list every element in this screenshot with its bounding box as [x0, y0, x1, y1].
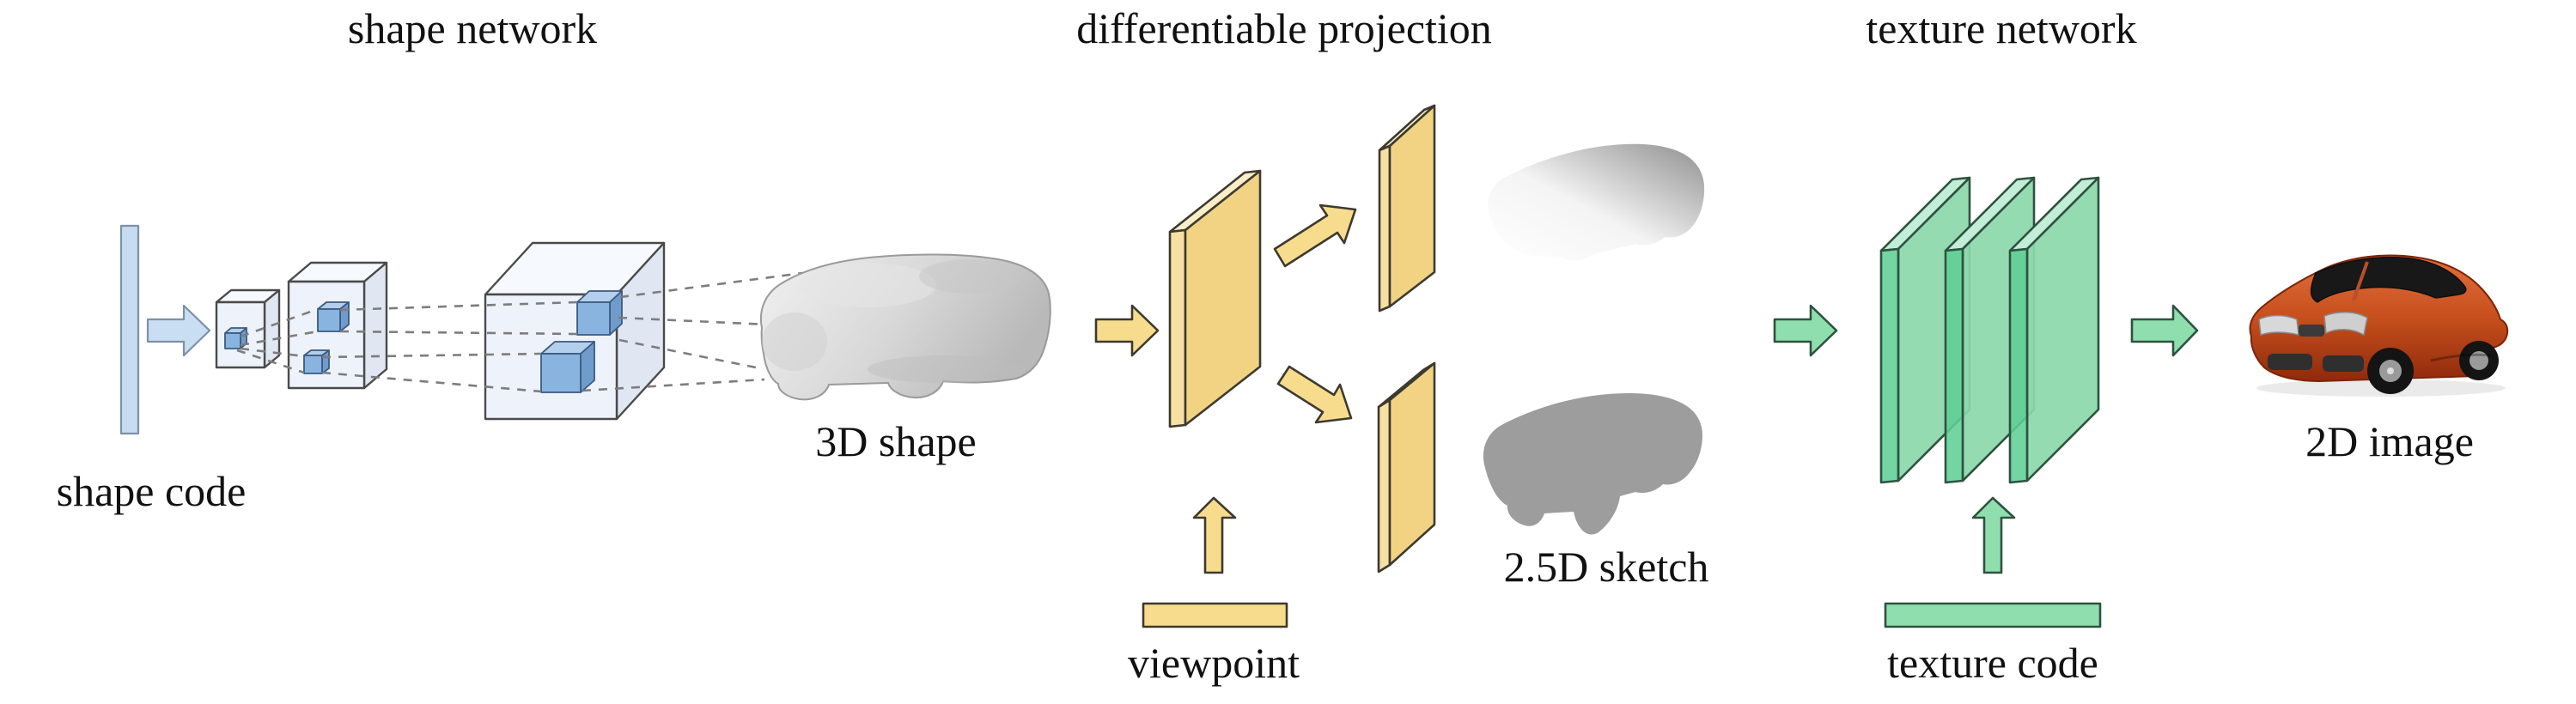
- car-3d-mesh-image: [759, 253, 1051, 401]
- voxel-box-medium: [287, 261, 388, 390]
- section-title-shape-network: shape network: [347, 4, 598, 52]
- texture-conv-layer: [2008, 176, 2100, 484]
- shape-code-bar: [119, 224, 140, 435]
- projection-plane-silhouette: [1377, 361, 1436, 574]
- projection-plane-depth: [1378, 104, 1436, 313]
- flow-arrow-yellow-icon: [1094, 304, 1160, 357]
- viewpoint-arrow-icon: [1192, 496, 1237, 574]
- projection-plane-main: [1168, 169, 1262, 428]
- flow-arrow-green-icon: [1773, 304, 1838, 357]
- silhouette-image: [1483, 393, 1702, 535]
- label-viewpoint: viewpoint: [1128, 639, 1300, 687]
- section-title-texture-network: texture network: [1866, 4, 2137, 52]
- voxel-box-small: [215, 288, 281, 369]
- section-title-differentiable-projection: differentiable projection: [1076, 4, 1492, 52]
- label-25d-sketch: 2.5D sketch: [1503, 543, 1709, 591]
- label-texture-code: texture code: [1887, 639, 2098, 687]
- texture-code-arrow-icon: [1971, 496, 2016, 574]
- voxel-cube-icon: [540, 290, 623, 393]
- projection-arrow-up-icon: [1273, 203, 1357, 268]
- label-2d-image: 2D image: [2305, 417, 2474, 465]
- depth-map-image: [1488, 143, 1705, 261]
- label-3d-shape: 3D shape: [815, 417, 977, 465]
- flow-arrow-green-icon: [2130, 304, 2199, 357]
- car-2d-image: [2249, 254, 2509, 397]
- flow-arrow-blue-icon: [146, 304, 211, 357]
- viewpoint-bar: [1142, 602, 1288, 628]
- projection-arrow-down-icon: [1276, 365, 1353, 424]
- label-shape-code: shape code: [56, 467, 247, 515]
- texture-code-bar: [1884, 602, 2102, 628]
